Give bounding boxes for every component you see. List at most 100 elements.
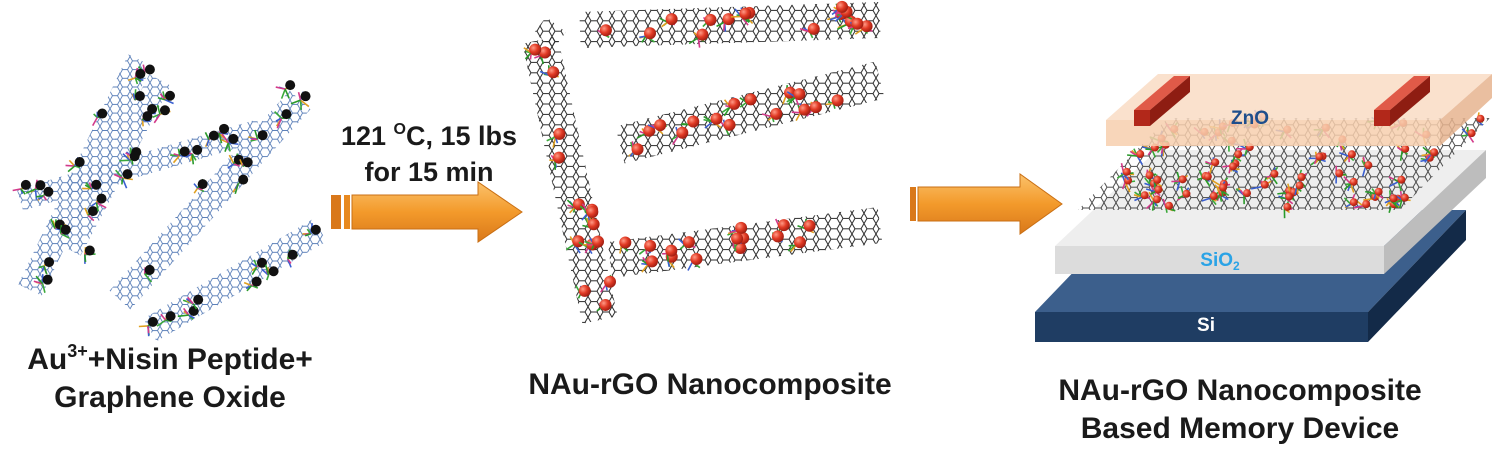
peptide-strand bbox=[1393, 198, 1403, 204]
peptide-strand bbox=[1176, 181, 1181, 191]
peptide-strand bbox=[243, 281, 252, 287]
gold-nanoparticle bbox=[1297, 172, 1306, 181]
peptide-strand bbox=[799, 27, 811, 33]
stage3-caption-line-2: Based Memory Device bbox=[1080, 412, 1400, 445]
peptide-strand bbox=[1388, 206, 1392, 213]
gold-nanoparticle bbox=[1374, 187, 1383, 196]
peptide-strand bbox=[164, 99, 174, 105]
gold-nanoparticle bbox=[1283, 202, 1292, 211]
peptide-cluster bbox=[248, 129, 259, 142]
peptide-strand bbox=[254, 129, 259, 140]
gold-nanoparticle bbox=[1270, 169, 1279, 178]
peptide-strand bbox=[1215, 194, 1221, 201]
gold-nanoparticle bbox=[644, 239, 657, 252]
peptide-strand bbox=[829, 16, 839, 21]
gold-nanoparticle bbox=[619, 236, 632, 249]
peptide-strand bbox=[193, 183, 199, 189]
peptide-strand bbox=[84, 254, 87, 263]
peptide-strand bbox=[95, 202, 99, 212]
peptide-strand bbox=[153, 113, 161, 124]
gold-nanoparticle bbox=[1209, 192, 1218, 201]
gold-nanoparticle bbox=[547, 66, 560, 79]
peptide-strand bbox=[192, 303, 198, 310]
au3-ion bbox=[179, 146, 190, 157]
peptide-strand bbox=[297, 92, 302, 101]
gold-nanoparticle bbox=[1153, 175, 1162, 184]
peptide-strand bbox=[1151, 149, 1157, 158]
peptide-strand bbox=[121, 177, 128, 189]
peptide-strand bbox=[20, 188, 26, 195]
peptide-strand bbox=[1116, 173, 1125, 179]
peptide-strand bbox=[84, 207, 89, 216]
peptide-strand bbox=[121, 178, 124, 185]
peptide-strand bbox=[60, 232, 70, 239]
peptide-strand bbox=[156, 319, 167, 327]
peptide-strand bbox=[1389, 181, 1399, 188]
gold-nanoparticle bbox=[1315, 152, 1324, 161]
stage1-caption-line-1: Au3++Nisin Peptide+ bbox=[0, 341, 340, 379]
peptide-strand bbox=[716, 21, 725, 28]
gold-symbol: Au bbox=[27, 343, 68, 376]
temp-value: 121 bbox=[340, 121, 394, 151]
peptide-strand bbox=[141, 120, 144, 127]
peptide-strand bbox=[221, 133, 230, 144]
gold-nanoparticle bbox=[682, 236, 695, 249]
peptide-strand bbox=[41, 283, 46, 293]
peptide-cluster bbox=[302, 223, 314, 237]
gold-nanoparticle bbox=[1165, 201, 1174, 210]
peptide-strand bbox=[65, 164, 75, 167]
peptide-cluster bbox=[182, 296, 198, 310]
au3-ion bbox=[74, 157, 85, 168]
peptide-strand bbox=[1144, 182, 1152, 187]
peptide-strand bbox=[1177, 195, 1184, 200]
peptide-strand bbox=[834, 14, 844, 22]
peptide-strand bbox=[1279, 196, 1287, 200]
au3-ion bbox=[60, 224, 71, 235]
gold-nanoparticle bbox=[631, 143, 644, 156]
peptide-strand bbox=[187, 296, 194, 305]
gold-nanoparticle bbox=[1178, 175, 1187, 184]
au3-ion bbox=[96, 193, 107, 204]
gold-nanoparticle bbox=[643, 124, 656, 137]
rgo-sheet bbox=[534, 17, 566, 48]
reaction-conditions: 121 OC, 15 lbs for 15 min bbox=[314, 118, 544, 190]
peptide-strand bbox=[1399, 150, 1404, 161]
peptide-strand bbox=[1353, 205, 1364, 209]
gold-charge: 3+ bbox=[67, 341, 88, 361]
gold-nanoparticle bbox=[1140, 191, 1149, 200]
gold-nanoparticle bbox=[1229, 162, 1238, 171]
gold-nanoparticle bbox=[860, 20, 873, 33]
process-arrow-1 bbox=[331, 181, 523, 243]
peptide-strand bbox=[1145, 148, 1152, 151]
peptide-strand bbox=[50, 218, 56, 229]
peptide-strand bbox=[1214, 184, 1221, 191]
peptide-cluster bbox=[261, 264, 270, 281]
peptide-strand bbox=[160, 313, 167, 321]
peptide-strand bbox=[233, 162, 240, 167]
gold-nanoparticle bbox=[794, 236, 807, 249]
peptide-strand bbox=[1150, 185, 1157, 195]
degree-mark: O bbox=[393, 121, 406, 138]
peptide-strand bbox=[193, 187, 199, 194]
peptide-strand bbox=[661, 21, 669, 28]
peptide-strand bbox=[127, 77, 136, 82]
peptide-strand bbox=[228, 154, 235, 165]
peptide-cluster bbox=[1421, 146, 1432, 163]
graphene-oxide-sheets bbox=[12, 54, 327, 342]
gold-nanoparticle bbox=[735, 221, 748, 234]
peptide-strand bbox=[132, 93, 136, 101]
peptide-strand bbox=[157, 96, 166, 101]
gold-nanoparticle bbox=[687, 115, 700, 128]
peptide-cluster bbox=[177, 307, 195, 320]
peptide-strand bbox=[91, 201, 97, 207]
peptide-strand bbox=[144, 273, 153, 283]
sio2-label-main: SiO bbox=[1200, 250, 1234, 271]
au3-ion bbox=[134, 91, 145, 102]
peptide-strand bbox=[1422, 146, 1432, 155]
peptide-strand bbox=[619, 245, 623, 254]
gold-nanoparticle bbox=[1397, 175, 1406, 184]
gold-nanoparticle bbox=[1219, 183, 1228, 192]
gold-nanoparticle bbox=[1401, 144, 1410, 153]
gold-nanoparticle bbox=[1467, 129, 1476, 138]
